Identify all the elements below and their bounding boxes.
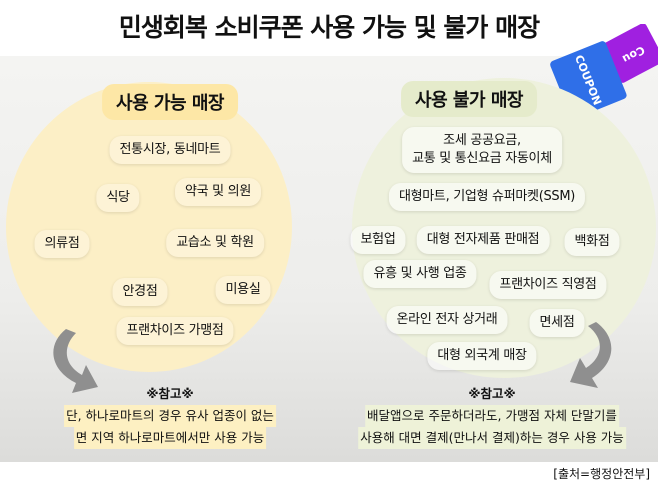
note-line: 배달앱으로 주문하더라도, 가맹점 자체 단말기를 [365, 405, 619, 427]
unavailable-heading: 사용 불가 매장 [401, 81, 537, 117]
unavailable-item: 면세점 [529, 309, 585, 337]
source-credit: [출처=행정안전부] [553, 467, 650, 481]
unavailable-item: 보험업 [350, 226, 406, 254]
available-item: 안경점 [112, 278, 168, 306]
available-item: 프랜차이즈 가맹점 [116, 317, 234, 345]
note-line: 단, 하나로마트의 경우 유사 업종이 없는 [64, 405, 276, 427]
unavailable-item: 대형마트, 기업형 슈퍼마켓(SSM) [388, 183, 586, 211]
coupon-icon: Cou COUPON [550, 24, 658, 119]
unavailable-item: 프랜차이즈 직영점 [489, 271, 607, 299]
unavailable-item-line: 조세 공공요금, [443, 133, 521, 148]
note-title: ※참고※ [468, 386, 516, 401]
unavailable-item: 조세 공공요금, 교통 및 통신요금 자동이체 [402, 127, 562, 173]
unavailable-item: 백화점 [564, 228, 620, 256]
unavailable-item-line: 교통 및 통신요금 자동이체 [412, 151, 552, 166]
note-line: 사용해 대면 결제(만나서 결제)하는 경우 사용 가능 [358, 427, 626, 449]
available-item: 미용실 [215, 276, 271, 304]
available-item: 식당 [96, 184, 140, 212]
available-item: 의류점 [34, 230, 90, 258]
unavailable-note: ※참고※ 배달앱으로 주문하더라도, 가맹점 자체 단말기를 사용해 대면 결제… [358, 383, 626, 449]
note-line: 면 지역 하나로마트에서만 사용 가능 [73, 427, 267, 449]
unavailable-item: 대형 전자제품 판매점 [416, 226, 550, 254]
arrow-left-icon [53, 329, 98, 393]
available-heading: 사용 가능 매장 [102, 84, 238, 120]
page-title: 민생회복 소비쿠폰 사용 가능 및 불가 매장 [118, 13, 540, 42]
unavailable-item: 유흥 및 사행 업종 [363, 260, 477, 288]
available-item: 교습소 및 학원 [166, 229, 264, 257]
unavailable-item: 대형 외국계 매장 [427, 342, 537, 370]
available-note: ※참고※ 단, 하나로마트의 경우 유사 업종이 없는 면 지역 하나로마트에서… [64, 383, 276, 449]
note-title: ※참고※ [146, 386, 194, 401]
available-item: 약국 및 의원 [175, 178, 261, 206]
unavailable-item: 온라인 전자 상거래 [386, 306, 508, 334]
available-item: 전통시장, 동네마트 [109, 136, 231, 164]
arrow-right-icon [570, 322, 612, 388]
